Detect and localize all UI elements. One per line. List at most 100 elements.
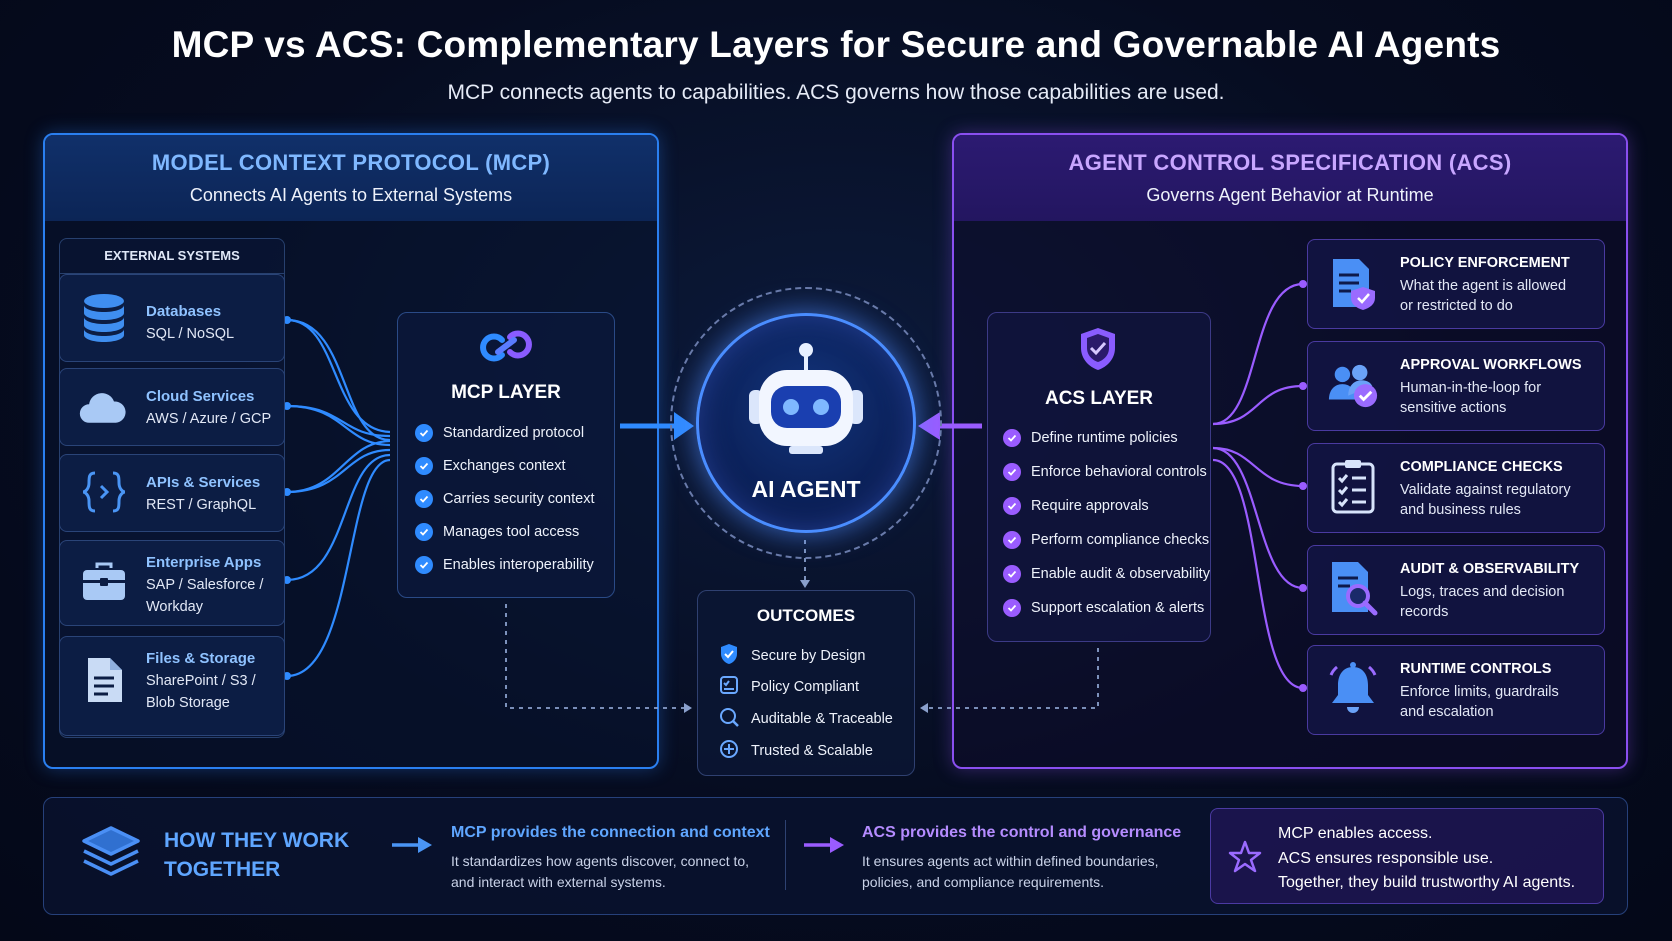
mcp-layer-item-label: Exchanges context — [443, 458, 566, 474]
mcp-layer-item: Enables interoperability — [415, 556, 594, 574]
check-icon — [415, 424, 433, 442]
policy-document-icon — [1327, 256, 1379, 312]
acs-panel-title: AGENT CONTROL SPECIFICATION (ACS) — [1068, 150, 1512, 175]
acs-layer-item-label: Require approvals — [1031, 498, 1149, 514]
mcp-panel-header — [45, 135, 657, 221]
how-label-line: TOGETHER — [164, 858, 281, 881]
page-subtitle: MCP connects agents to capabilities. ACS… — [447, 81, 1225, 104]
check-icon — [415, 556, 433, 574]
mcp-layer-item-label: Carries security context — [443, 491, 595, 507]
acs-panel-subtitle: Governs Agent Behavior at Runtime — [1146, 185, 1434, 205]
capability-title: RUNTIME CONTROLS — [1400, 661, 1552, 677]
system-desc: SAP / Salesforce / — [146, 577, 264, 593]
system-desc: Blob Storage — [146, 695, 230, 711]
how-they-work-label: HOW THEY WORK TOGETHER — [164, 826, 364, 884]
check-icon — [1003, 599, 1021, 617]
capability-desc: Validate against regulatory — [1400, 482, 1571, 498]
capability-desc: sensitive actions — [1400, 400, 1507, 416]
mcp-layer-item-label: Standardized protocol — [443, 425, 585, 441]
cloud-icon — [78, 384, 126, 432]
outcomes-box — [697, 590, 915, 776]
system-name: Cloud Services — [146, 388, 255, 405]
outcome-label: Auditable & Traceable — [751, 711, 893, 727]
system-desc: Workday — [146, 599, 203, 615]
capability-desc: and escalation — [1400, 704, 1494, 720]
acs-layer-item: Support escalation & alerts — [1003, 599, 1204, 617]
system-name: Enterprise Apps — [146, 554, 262, 571]
file-icon — [80, 656, 128, 704]
robot-icon — [743, 340, 869, 471]
summary-quote-box — [1210, 808, 1604, 904]
outcome-item: Policy Compliant — [719, 675, 859, 699]
system-desc: AWS / Azure / GCP — [146, 411, 272, 427]
capability-compliance-checks[interactable] — [1307, 443, 1605, 533]
acs-layer-item-label: Enable audit & observability — [1031, 566, 1210, 582]
how-label-line: HOW THEY WORK — [164, 829, 350, 852]
check-icon — [1003, 429, 1021, 447]
acs-role-desc: policies, and compliance requirements. — [862, 874, 1105, 890]
mcp-layer-item: Manages tool access — [415, 523, 579, 541]
api-braces-icon — [80, 468, 128, 516]
quote-line: ACS ensures responsible use. — [1278, 849, 1494, 867]
mcp-layer-title: MCP LAYER — [451, 382, 561, 403]
database-icon — [80, 294, 128, 342]
divider — [785, 820, 786, 890]
acs-layer-item-label: Support escalation & alerts — [1031, 600, 1205, 616]
capability-desc: and business rules — [1400, 502, 1521, 518]
bell-icon — [1327, 660, 1379, 716]
check-icon — [415, 457, 433, 475]
briefcase-icon — [80, 558, 128, 606]
capability-desc: or restricted to do — [1400, 298, 1513, 314]
check-icon — [1003, 463, 1021, 481]
capability-desc: What the agent is allowed — [1400, 278, 1567, 294]
capability-title: APPROVAL WORKFLOWS — [1400, 357, 1582, 373]
check-icon — [1003, 497, 1021, 515]
acs-panel-header — [954, 135, 1626, 221]
outcome-item: Trusted & Scalable — [719, 739, 873, 763]
capability-title: AUDIT & OBSERVABILITY — [1400, 561, 1580, 577]
acs-role-desc: It ensures agents act within defined bou… — [862, 853, 1159, 869]
star-icon — [1228, 840, 1262, 879]
outcomes-title: OUTCOMES — [756, 606, 856, 625]
external-system-apis[interactable] — [59, 454, 285, 532]
outcome-item: Auditable & Traceable — [719, 707, 893, 731]
arrow-right-icon — [804, 835, 846, 860]
mcp-role-desc: and interact with external systems. — [451, 874, 666, 890]
mcp-layer-item-label: Manages tool access — [443, 524, 580, 540]
system-desc: SharePoint / S3 / — [146, 673, 256, 689]
quote-line: MCP enables access. — [1278, 825, 1433, 842]
system-name: APIs & Services — [146, 474, 261, 491]
ai-agent-label: AI AGENT — [751, 476, 861, 502]
check-icon — [415, 523, 433, 541]
outcome-label: Secure by Design — [751, 648, 866, 664]
system-desc: SQL / NoSQL — [146, 326, 235, 342]
mcp-panel-title: MODEL CONTEXT PROTOCOL (MCP) — [151, 150, 551, 175]
check-icon — [1003, 565, 1021, 583]
capability-desc: Human-in-the-loop for — [1400, 380, 1542, 396]
shield-check-icon — [719, 643, 739, 669]
system-name: Databases — [146, 303, 222, 320]
acs-layer-title: ACS LAYER — [1044, 388, 1154, 409]
document-search-icon — [1327, 560, 1379, 616]
users-check-icon — [1327, 358, 1379, 414]
system-desc: REST / GraphQL — [146, 497, 257, 513]
capability-title: POLICY ENFORCEMENT — [1400, 255, 1570, 271]
check-icon — [415, 490, 433, 508]
outcome-label: Trusted & Scalable — [751, 743, 873, 759]
clipboard-check-icon — [1327, 458, 1379, 514]
acs-role-heading: ACS provides the control and governance — [862, 824, 1182, 841]
capability-title: COMPLIANCE CHECKS — [1400, 459, 1563, 475]
layers-icon — [80, 824, 142, 887]
quote-line: Together, they build trustworthy AI agen… — [1278, 874, 1576, 891]
acs-layer-item: Enable audit & observability — [1003, 565, 1210, 583]
mcp-panel-subtitle: Connects AI Agents to External Systems — [189, 185, 513, 205]
mcp-role-desc: It standardizes how agents discover, con… — [451, 853, 750, 869]
plus-circle-icon — [719, 739, 739, 763]
external-system-cloud[interactable] — [59, 368, 285, 446]
acs-layer-item: Perform compliance checks — [1003, 531, 1209, 549]
search-icon — [719, 707, 739, 731]
arrow-right-icon — [392, 835, 434, 860]
mcp-role-heading: MCP provides the connection and context — [451, 824, 770, 841]
acs-layer-item: Define runtime policies — [1003, 429, 1178, 447]
checklist-icon — [719, 675, 739, 699]
